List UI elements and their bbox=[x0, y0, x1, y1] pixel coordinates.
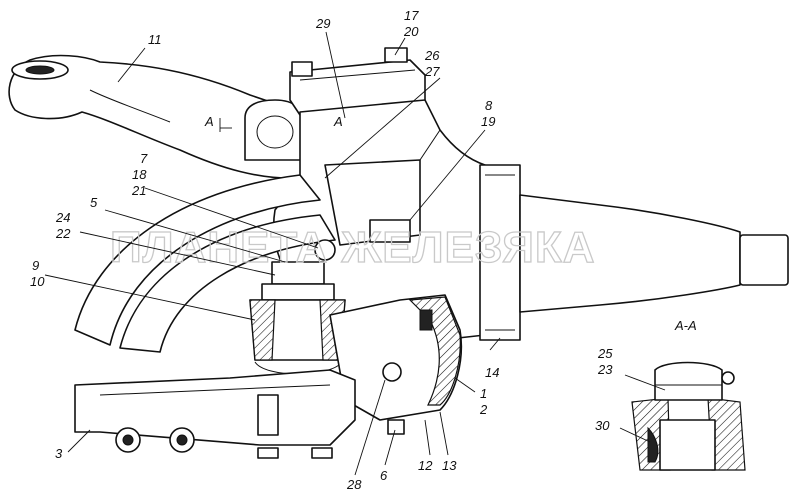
section-mark-left: A bbox=[204, 114, 214, 129]
callout-18: 18 bbox=[132, 167, 147, 182]
tie-rod-lever bbox=[74, 369, 356, 459]
knuckle-body bbox=[272, 99, 486, 341]
callout-10: 10 bbox=[30, 274, 45, 289]
section-mark-right: A bbox=[333, 114, 343, 129]
callout-27: 27 bbox=[424, 64, 440, 79]
callout-20: 20 bbox=[403, 24, 419, 39]
callout-3: 3 bbox=[55, 446, 63, 461]
callout-28: 28 bbox=[346, 477, 362, 492]
callout-5: 5 bbox=[90, 195, 98, 210]
callout-22: 22 bbox=[55, 226, 71, 241]
callout-11: 11 bbox=[148, 32, 162, 47]
callout-labels: 11 29 17 20 26 27 8 19 7 18 21 5 24 22 9… bbox=[30, 8, 697, 492]
callout-9: 9 bbox=[32, 258, 39, 273]
leader-lines bbox=[44, 31, 666, 476]
steering-arm bbox=[8, 54, 321, 180]
callout-26: 26 bbox=[424, 48, 440, 63]
callout-14: 14 bbox=[485, 365, 499, 380]
spindle bbox=[479, 164, 789, 341]
callout-21: 21 bbox=[131, 183, 146, 198]
callout-13: 13 bbox=[442, 458, 457, 473]
section-aa-view bbox=[631, 361, 746, 471]
upper-cap bbox=[289, 47, 426, 116]
callout-17: 17 bbox=[404, 8, 419, 23]
callout-7: 7 bbox=[140, 151, 148, 166]
callout-24: 24 bbox=[55, 210, 70, 225]
callout-29: 29 bbox=[315, 16, 330, 31]
callout-2: 2 bbox=[479, 402, 488, 417]
callout-25: 25 bbox=[597, 346, 613, 361]
callout-8: 8 bbox=[485, 98, 493, 113]
section-title: A-A bbox=[674, 318, 697, 333]
callout-6: 6 bbox=[380, 468, 388, 483]
callout-1: 1 bbox=[480, 386, 487, 401]
callout-30: 30 bbox=[595, 418, 610, 433]
wheel-shield bbox=[74, 174, 336, 353]
callout-12: 12 bbox=[418, 458, 433, 473]
main-assembly bbox=[8, 47, 789, 459]
lower-housing bbox=[329, 294, 463, 435]
callout-23: 23 bbox=[597, 362, 613, 377]
watermark-text: ПЛАНЕТА ЖЕЛЕЗЯКА bbox=[110, 223, 596, 272]
callout-19: 19 bbox=[481, 114, 495, 129]
